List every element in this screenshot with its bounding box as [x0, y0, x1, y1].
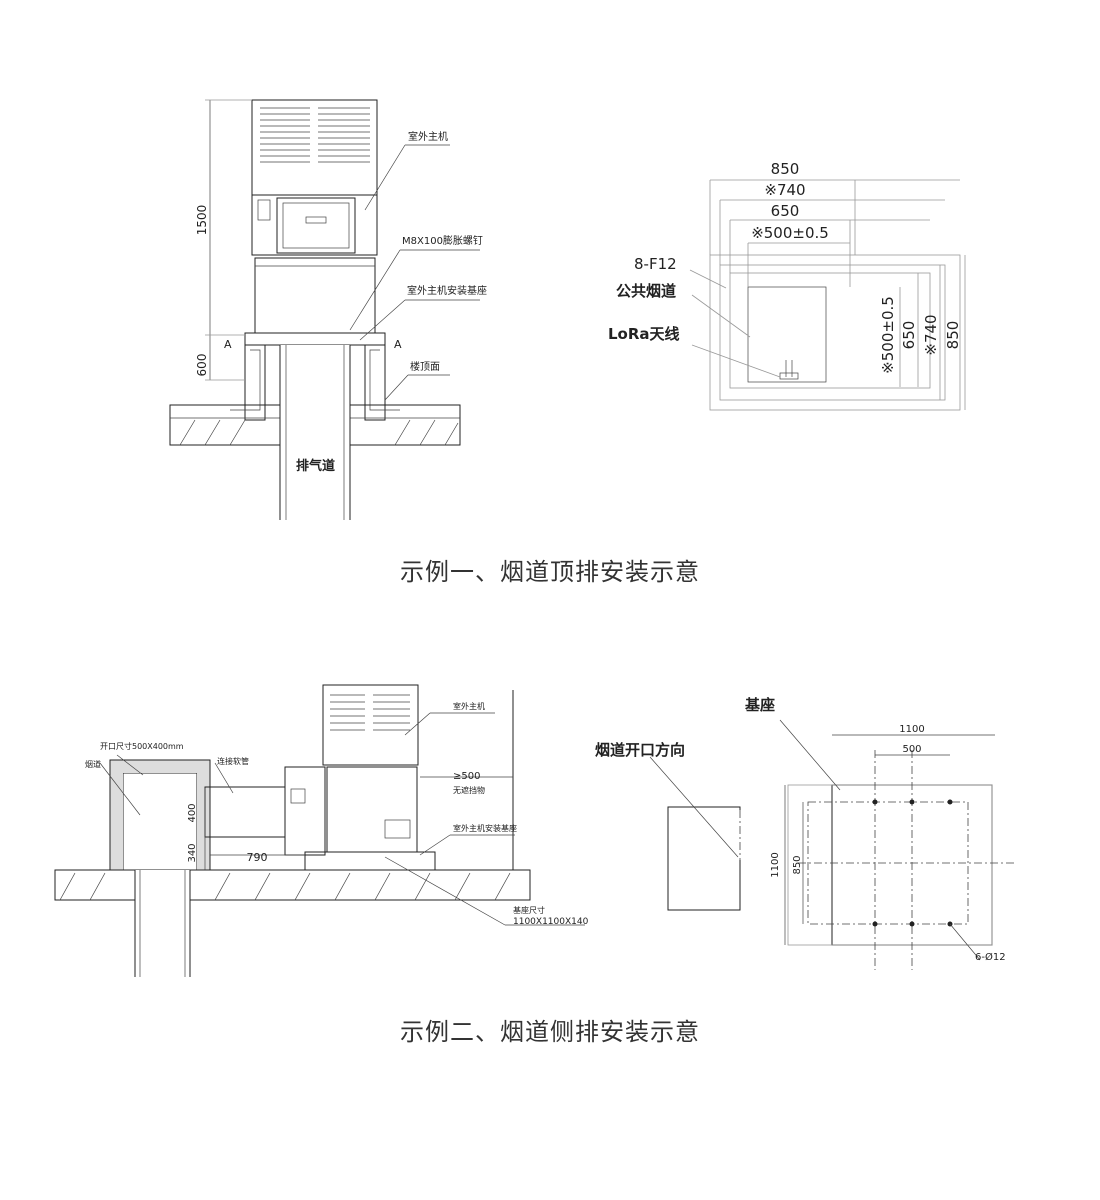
label-base-size: 1100X1100X140 [513, 917, 589, 927]
flue-direction-drawing: 烟道开口方向 [595, 741, 742, 911]
dim-650-right: 650 [900, 321, 918, 350]
outline-740 [719, 264, 946, 401]
dim-790: 790 [247, 851, 268, 864]
outdoor-unit-lower [326, 766, 418, 853]
connector-hose [204, 786, 286, 838]
example2-base-plan: 基座 1100 500 1100 850 6-Ø12 [740, 690, 1040, 975]
parapet-right [364, 344, 386, 421]
flue-box [667, 806, 741, 911]
dim-740-top: ※740 [764, 181, 805, 199]
parapet-left [244, 344, 266, 421]
fan-box [284, 766, 326, 856]
example1-elevation: 1500 600 室外主机 M8X100膨胀螺钉 室外主机安装基座 楼顶面 排气… [160, 90, 487, 520]
dim-1100-top: 1100 [899, 724, 924, 735]
dim-850-right: 850 [944, 321, 962, 350]
dim-1100-left: 1100 [770, 852, 781, 877]
label-flue-direction: 烟道开口方向 [595, 741, 685, 759]
outdoor-unit-middle [251, 194, 378, 256]
example2-elevation: 400 340 790 ≥500 无遮挡物 室外主机 室外主机安装基座 基座尺寸… [54, 684, 590, 980]
dim-600: 600 [195, 354, 209, 377]
vent-louvers-left [260, 107, 310, 163]
label-base-size-title: 基座尺寸 [513, 905, 545, 915]
flue-opening [747, 286, 827, 383]
section-marker-right: A [394, 338, 402, 351]
label-roof: 楼顶面 [410, 360, 440, 373]
label-install-base: 室外主机安装基座 [407, 284, 487, 297]
outline-850 [709, 254, 961, 411]
ground-hatch [59, 872, 511, 901]
dim-1500: 1500 [195, 205, 209, 236]
label-flue: 烟道 [85, 759, 101, 769]
label-exhaust: 排气道 [296, 458, 335, 474]
dim-850-left: 850 [792, 855, 803, 874]
dim-400: 400 [187, 803, 198, 822]
label-install-base: 室外主机安装基座 [453, 823, 517, 833]
dim-650-top: 650 [771, 202, 800, 220]
controller-box [257, 199, 271, 221]
example2-elevation-drawing: 400 340 790 ≥500 无遮挡物 室外主机 室外主机安装基座 基座尺寸… [54, 684, 589, 978]
dim-500-top: 500 [902, 744, 921, 755]
dim-500-right: ※500±0.5 [879, 296, 897, 374]
example1-elevation-drawing: 1500 600 室外主机 M8X100膨胀螺钉 室外主机安装基座 楼顶面 排气… [169, 99, 487, 520]
example2-caption: 示例二、烟道侧排安装示意 [400, 1018, 700, 1046]
ground-slab [54, 869, 531, 901]
label-outdoor-unit: 室外主机 [408, 130, 448, 143]
vent-louvers-right [318, 107, 370, 163]
dim-340: 340 [187, 843, 198, 862]
example1-plan: 850 ※740 650 ※500±0.5 ※500±0.5 650 ※740 … [600, 155, 980, 425]
dim-clearance: ≥500 [453, 771, 480, 782]
label-bolt: M8X100膨胀螺钉 [402, 234, 483, 247]
outline-650 [729, 272, 931, 389]
access-panel [276, 197, 356, 254]
label-base-holes: 6-Ø12 [975, 951, 1006, 963]
base-plan-title: 基座 [744, 696, 775, 714]
example1-caption: 示例一、烟道顶排安装示意 [400, 558, 700, 586]
example2-flue-direction: 烟道开口方向 [590, 735, 760, 920]
outdoor-unit-lower [254, 257, 376, 334]
label-outdoor-unit: 室外主机 [453, 701, 485, 711]
base-plan-drawing: 基座 1100 500 1100 850 6-Ø12 [744, 696, 1015, 970]
label-holes: 8-F12 [634, 255, 677, 273]
install-base [244, 332, 386, 346]
label-no-obstacle: 无遮挡物 [453, 785, 485, 795]
label-opening: 开口尺寸500X400mm [100, 741, 184, 751]
label-public-flue: 公共烟道 [616, 282, 676, 300]
dim-500-top: ※500±0.5 [751, 224, 829, 242]
dim-850-top: 850 [771, 160, 800, 178]
label-connector: 连接软管 [217, 756, 249, 766]
dim-740-right: ※740 [922, 314, 940, 355]
section-marker-left: A [224, 338, 232, 351]
lora-antenna [779, 360, 799, 380]
slab-hatch [179, 419, 459, 446]
label-lora-antenna: LoRa天线 [608, 325, 680, 343]
outdoor-unit-top [322, 684, 419, 766]
example1-plan-drawing: 850 ※740 650 ※500±0.5 ※500±0.5 650 ※740 … [608, 160, 966, 411]
install-base [304, 851, 436, 871]
